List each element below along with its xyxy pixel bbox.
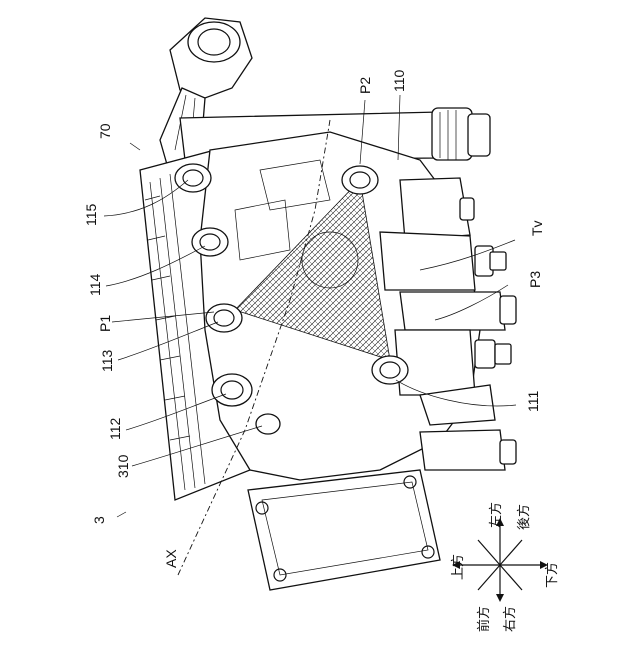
direction-up-label: 上方 xyxy=(450,554,465,580)
direction-legend: 左方 後方 上方 下方 前方 右方 xyxy=(450,502,559,632)
ref-label-110: 110 xyxy=(391,69,407,92)
ref-label-115: 115 xyxy=(83,203,99,226)
ref-label-112: 112 xyxy=(107,417,123,440)
direction-rear-label: 後方 xyxy=(516,504,531,530)
direction-right-label: 右方 xyxy=(502,606,517,632)
ref-label-ax: AX xyxy=(163,549,179,568)
port-114 xyxy=(192,228,228,256)
ref-label-tv: Tv xyxy=(529,220,545,236)
lower-cover xyxy=(248,470,440,590)
direction-front-label: 前方 xyxy=(476,606,491,632)
ref-label-70: 70 xyxy=(97,123,113,139)
direction-left-label: 左方 xyxy=(488,502,503,528)
ref-label-p3: P3 xyxy=(527,271,543,288)
ref-label-p1: P1 xyxy=(97,315,113,332)
ref-label-3: 3 xyxy=(91,516,107,524)
ref-label-114: 114 xyxy=(87,273,103,296)
port-113 xyxy=(206,304,242,332)
ref-label-p2: P2 xyxy=(357,77,373,94)
port-p2 xyxy=(342,166,378,194)
port-112 xyxy=(212,374,252,406)
port-111 xyxy=(372,356,408,384)
port-310 xyxy=(256,414,280,434)
direction-down-label: 下方 xyxy=(544,562,559,588)
ref-label-111: 111 xyxy=(525,391,541,412)
ref-label-310: 310 xyxy=(115,454,131,478)
ref-label-113: 113 xyxy=(99,349,115,372)
port-115 xyxy=(175,164,211,192)
